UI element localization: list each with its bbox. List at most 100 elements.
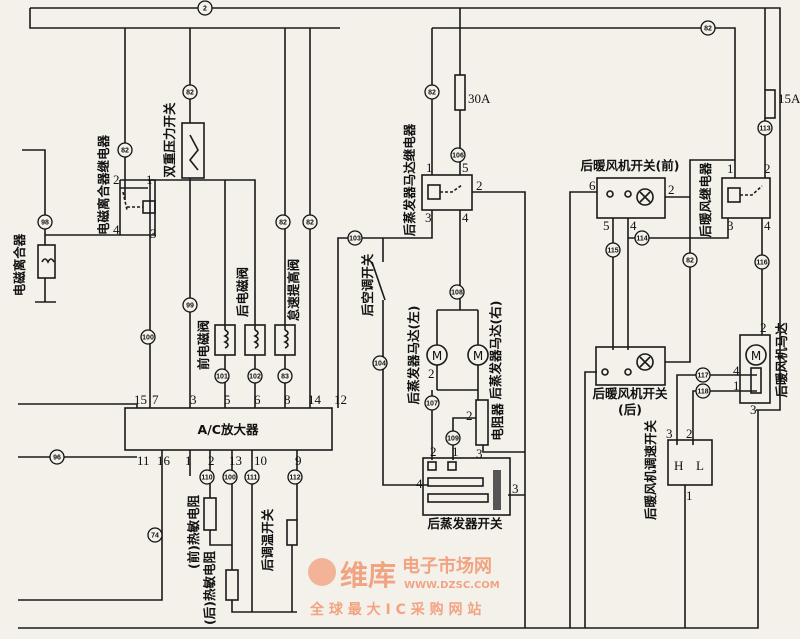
- connector-label: 82: [428, 90, 436, 97]
- connector-circle: [372, 355, 388, 371]
- connector-118: 118: [695, 383, 711, 399]
- clutch-relay-coil: [142, 200, 156, 214]
- blower-relay-contact: [740, 185, 763, 196]
- connector-96: 96: [49, 449, 65, 465]
- blower-motor-resistor: [750, 367, 762, 394]
- connector-label: 2: [203, 6, 207, 13]
- motor-left-symbol: M: [432, 349, 442, 363]
- switch-terminal: [606, 190, 614, 198]
- pin-number: 6: [254, 392, 261, 407]
- connector-112: 112: [287, 469, 303, 485]
- labels: 电磁离合器继电器 电磁离合器 双重压力开关 前电磁阀 后电磁阀 怠速提高阀 A/…: [12, 91, 800, 625]
- connector-label: 111: [247, 475, 258, 482]
- blower-motor-box: [739, 334, 771, 404]
- motor-left-label: 后蒸发器马达(左): [406, 306, 421, 405]
- pin-number: 3: [425, 210, 432, 225]
- pressure-switch-box: [181, 122, 205, 179]
- blower-switch-rear-box: [595, 346, 666, 386]
- connector-101: 101: [214, 368, 230, 384]
- pin-number: 2: [430, 444, 437, 459]
- connector-circle: [302, 214, 318, 230]
- evap-relay-coil: [427, 184, 441, 200]
- connector-circle: [634, 230, 650, 246]
- evap-switch-label: 后蒸发器开关: [427, 516, 503, 531]
- rear-thermistor: [225, 569, 239, 601]
- pin-number: 1: [146, 172, 153, 187]
- connector-circle: [140, 329, 156, 345]
- clutch-label: 电磁离合器: [12, 233, 27, 296]
- pin-number: 7: [152, 392, 159, 407]
- ac-amplifier-box: [124, 407, 333, 451]
- front-valve-label: 前电磁阀: [196, 320, 211, 370]
- connector-82: 82: [275, 214, 291, 230]
- connector-82: 82: [682, 252, 698, 268]
- connector-113: 113: [757, 120, 773, 136]
- connector-label: 96: [53, 455, 61, 462]
- pin-number: 10: [254, 453, 267, 468]
- pin-number: 8: [284, 392, 291, 407]
- connector-circle: [449, 284, 465, 300]
- lamp-icon: [636, 188, 654, 206]
- blower-motor-label: 后暖风机马达: [774, 322, 789, 398]
- pin-number: 2: [476, 178, 483, 193]
- evap-relay-label: 后蒸发器马达继电器: [402, 123, 417, 236]
- clutch-relay-label: 电磁离合器继电器: [96, 135, 111, 236]
- connector-111: 111: [244, 469, 260, 485]
- idle-valve-label: 怠速提高阀: [286, 259, 301, 322]
- pin-number: 16: [157, 453, 171, 468]
- connector-82: 82: [700, 20, 716, 36]
- pin-number: 1: [452, 444, 459, 459]
- connector-107: 107: [424, 395, 440, 411]
- connector-circle: [424, 84, 440, 100]
- pin-number: 1: [727, 161, 734, 176]
- watermark-url: WWW.DZSC.COM: [404, 580, 500, 591]
- connector-82: 82: [302, 214, 318, 230]
- connector-label: 74: [151, 533, 159, 540]
- blower-switch-front-box: [596, 177, 666, 219]
- motor-right-icon: [467, 344, 489, 366]
- connector-circle: [117, 142, 133, 158]
- connector-label: 118: [697, 389, 708, 396]
- connector-circle: [244, 469, 260, 485]
- pin-number: 13: [229, 453, 242, 468]
- connector-circle: [445, 430, 461, 446]
- connector-label: 82: [306, 220, 314, 227]
- blower-switch-rear-sub: (后): [618, 402, 642, 417]
- connector-label: 82: [279, 220, 287, 227]
- motor-right-label: 后蒸发器马达(右): [488, 301, 503, 400]
- pin-number: 3: [727, 218, 734, 233]
- connector-circle: [277, 368, 293, 384]
- connector-83: 83: [277, 368, 293, 384]
- pin-number: 4: [462, 210, 469, 225]
- connector-label: 82: [186, 90, 194, 97]
- pin-number: 14: [308, 392, 322, 407]
- switch-terminal: [601, 368, 609, 376]
- pin-number: 15: [134, 392, 147, 407]
- evap-relay-contact: [440, 184, 463, 193]
- connector-74: 74: [147, 527, 163, 543]
- evap-motor-relay-box: [421, 174, 473, 211]
- connector-label: 112: [289, 475, 300, 482]
- pin-number: 3: [512, 481, 519, 496]
- speed-switch-label: 后暖风机调速开关: [643, 420, 658, 521]
- pin-number: 3: [750, 402, 757, 417]
- pressure-switch-label: 双重压力开关: [162, 102, 177, 179]
- connector-circle: [605, 242, 621, 258]
- connector-label: 98: [41, 220, 49, 227]
- connector-109: 109: [445, 430, 461, 446]
- connector-label: 100: [224, 475, 236, 482]
- evap-switch-bar: [427, 477, 484, 487]
- pin-number: 6: [589, 178, 596, 193]
- pressure-switch-contact: [188, 134, 199, 171]
- connector-label: 113: [759, 126, 770, 133]
- pin-number: 3: [190, 392, 197, 407]
- pin-number: 2: [113, 172, 120, 187]
- rear-solenoid: [244, 324, 266, 356]
- watermark-name: 电子市场网: [402, 555, 492, 577]
- connector-108: 108: [449, 284, 465, 300]
- rear-thermistor-label: (后)热敏电阻: [202, 551, 217, 625]
- connector-110: 110: [199, 469, 215, 485]
